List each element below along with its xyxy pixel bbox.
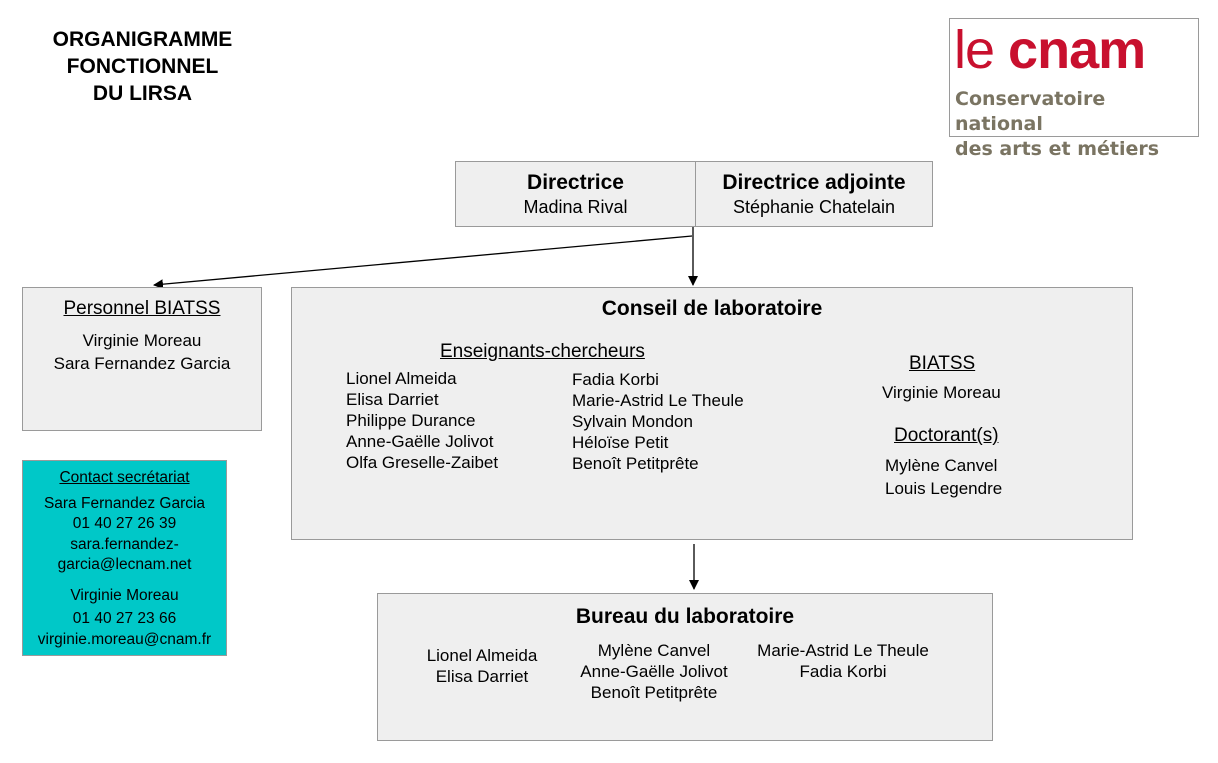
- enseignants-chercheurs-heading: Enseignants-chercheurs: [440, 341, 645, 362]
- doctorants-heading: Doctorant(s): [894, 425, 999, 446]
- divider: [695, 162, 696, 226]
- section-heading: Personnel BIATSS: [63, 298, 221, 319]
- bureau-col1: Lionel Almeida Elisa Darriet: [426, 646, 538, 686]
- biatss-list: Virginie Moreau: [882, 383, 1001, 402]
- contact-name: Virginie Moreau: [70, 586, 179, 604]
- logo-mark: le cnam: [954, 20, 1146, 80]
- person-name: Sara Fernandez Garcia: [53, 354, 231, 373]
- enseignants-list-col1: Lionel Almeida Elisa Darriet Philippe Du…: [346, 369, 499, 472]
- directrice-adjointe-cell: Directrice adjointe Stéphanie Chatelain: [696, 170, 932, 218]
- cnam-logo: le cnam Conservatoire national des arts …: [949, 18, 1199, 160]
- contact-name: Sara Fernandez Garcia: [43, 494, 206, 512]
- direction-box: Directrice Madina Rival Directrice adjoi…: [455, 161, 933, 227]
- directrice-cell: Directrice Madina Rival: [456, 170, 695, 218]
- contact-secretariat-box: Contact secrétariat Sara Fernandez Garci…: [22, 460, 227, 656]
- contact-email: sara.fernandez-: [70, 535, 179, 553]
- page-title: ORGANIGRAMME FONCTIONNEL DU LIRSA: [20, 26, 265, 107]
- role-title: Directrice adjointe: [722, 171, 906, 194]
- logo-subtitle: Conservatoire national des arts et métie…: [955, 88, 1160, 160]
- bureau-col2: Mylène Canvel Anne-Gaëlle Jolivot Benoît…: [580, 641, 728, 702]
- contact-phone: 01 40 27 26 39: [72, 515, 177, 532]
- arrow-direction-to-personnel: [153, 235, 693, 290]
- section-heading: Contact secrétariat: [59, 469, 190, 486]
- role-title: Directrice: [527, 171, 624, 194]
- biatss-heading: BIATSS: [909, 353, 976, 374]
- contact-email: virginie.moreau@cnam.fr: [37, 630, 212, 648]
- person-name: Virginie Moreau: [82, 331, 202, 350]
- person-name: Stéphanie Chatelain: [732, 197, 896, 217]
- member-list: Virginie Moreau Sara Fernandez Garcia: [23, 329, 261, 375]
- bureau-laboratoire-box: Bureau du laboratoire Lionel Almeida Eli…: [377, 593, 993, 741]
- personnel-biatss-box: Personnel BIATSS Virginie Moreau Sara Fe…: [22, 287, 262, 431]
- title-line: DU LIRSA: [92, 82, 193, 105]
- doctorants-list: Mylène Canvel Louis Legendre: [885, 456, 1003, 498]
- section-heading: Bureau du laboratoire: [575, 605, 795, 628]
- conseil-laboratoire-box: Conseil de laboratoire Enseignants-cherc…: [291, 287, 1133, 540]
- title-line: ORGANIGRAMME: [52, 28, 233, 51]
- enseignants-list-col2: Fadia Korbi Marie-Astrid Le Theule Sylva…: [572, 370, 744, 473]
- title-line: FONCTIONNEL: [66, 55, 219, 78]
- section-heading: Conseil de laboratoire: [601, 297, 823, 320]
- person-name: Madina Rival: [523, 197, 628, 217]
- bureau-col3: Marie-Astrid Le Theule Fadia Korbi: [757, 641, 929, 681]
- contact-phone: 01 40 27 23 66: [72, 610, 177, 627]
- contact-email: garcia@lecnam.net: [57, 556, 192, 573]
